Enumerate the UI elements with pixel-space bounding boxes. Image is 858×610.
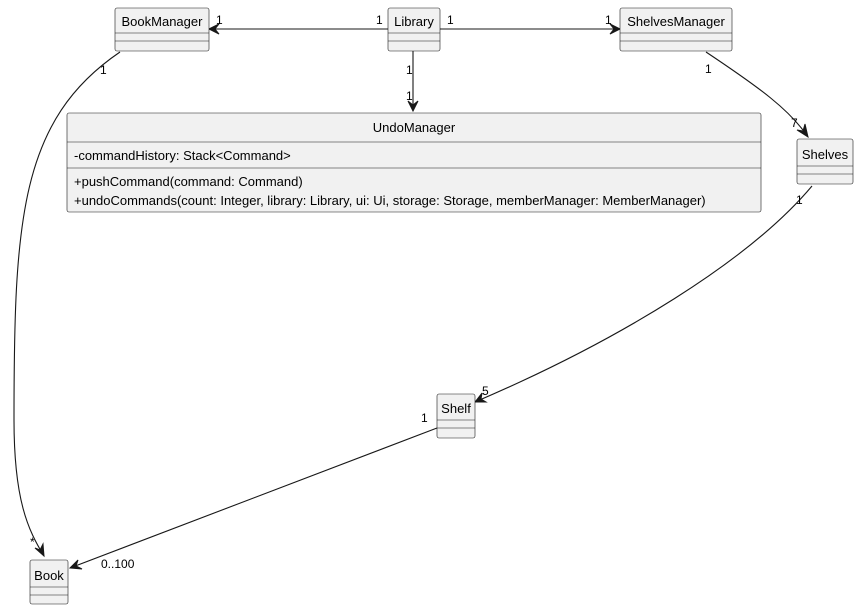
class-name: Book [34, 568, 64, 583]
class-shelves[interactable]: Shelves [796, 138, 854, 185]
mult-library-to-bookmanager: 1 [376, 13, 383, 27]
mult-bookmanager-to-book: 1 [100, 63, 107, 77]
mult-shelves-from-shelvesmanager: 7 [791, 116, 798, 130]
edge-shelves-shelf [473, 185, 813, 403]
method-push-command: +pushCommand(command: Command) [74, 174, 303, 189]
mult-shelf-from-shelves: 5 [482, 384, 489, 398]
edge-bookmanager-book [13, 51, 121, 558]
class-name: ShelvesManager [627, 14, 725, 29]
mult-book-from-shelf: 0..100 [101, 557, 135, 571]
class-shelf[interactable]: Shelf [436, 393, 476, 439]
mult-undomanager-from-library: 1 [406, 89, 413, 103]
mult-library-to-undomanager: 1 [406, 63, 413, 77]
class-name: Shelves [802, 147, 849, 162]
mult-shelves-to-shelf: 1 [796, 193, 803, 207]
class-library[interactable]: Library [387, 7, 441, 52]
class-bookmanager[interactable]: BookManager [114, 7, 210, 52]
mult-book-from-bookmanager: * [30, 535, 35, 549]
edge-shelvesmanager-shelves [705, 51, 809, 139]
edge-library-undomanager [407, 51, 419, 113]
mult-bookmanager-from-library: 1 [216, 13, 223, 27]
class-name: Library [394, 14, 434, 29]
mult-shelf-to-book: 1 [421, 411, 428, 425]
class-name: UndoManager [373, 120, 456, 135]
mult-shelvesmanager-to-shelves: 1 [705, 62, 712, 76]
class-name: BookManager [122, 14, 204, 29]
class-undomanager[interactable]: UndoManager -commandHistory: Stack<Comma… [66, 112, 762, 213]
edge-library-shelvesmanager [440, 23, 622, 35]
mult-library-to-shelvesmanager: 1 [447, 13, 454, 27]
attribute-command-history: -commandHistory: Stack<Command> [74, 148, 291, 163]
method-undo-commands: +undoCommands(count: Integer, library: L… [74, 193, 706, 208]
edge-shelf-book [68, 427, 438, 570]
mult-shelvesmanager-from-library: 1 [605, 13, 612, 27]
class-name: Shelf [441, 401, 471, 416]
class-book[interactable]: Book [29, 559, 69, 605]
class-shelvesmanager[interactable]: ShelvesManager [619, 7, 733, 52]
edge-library-bookmanager [207, 23, 388, 35]
